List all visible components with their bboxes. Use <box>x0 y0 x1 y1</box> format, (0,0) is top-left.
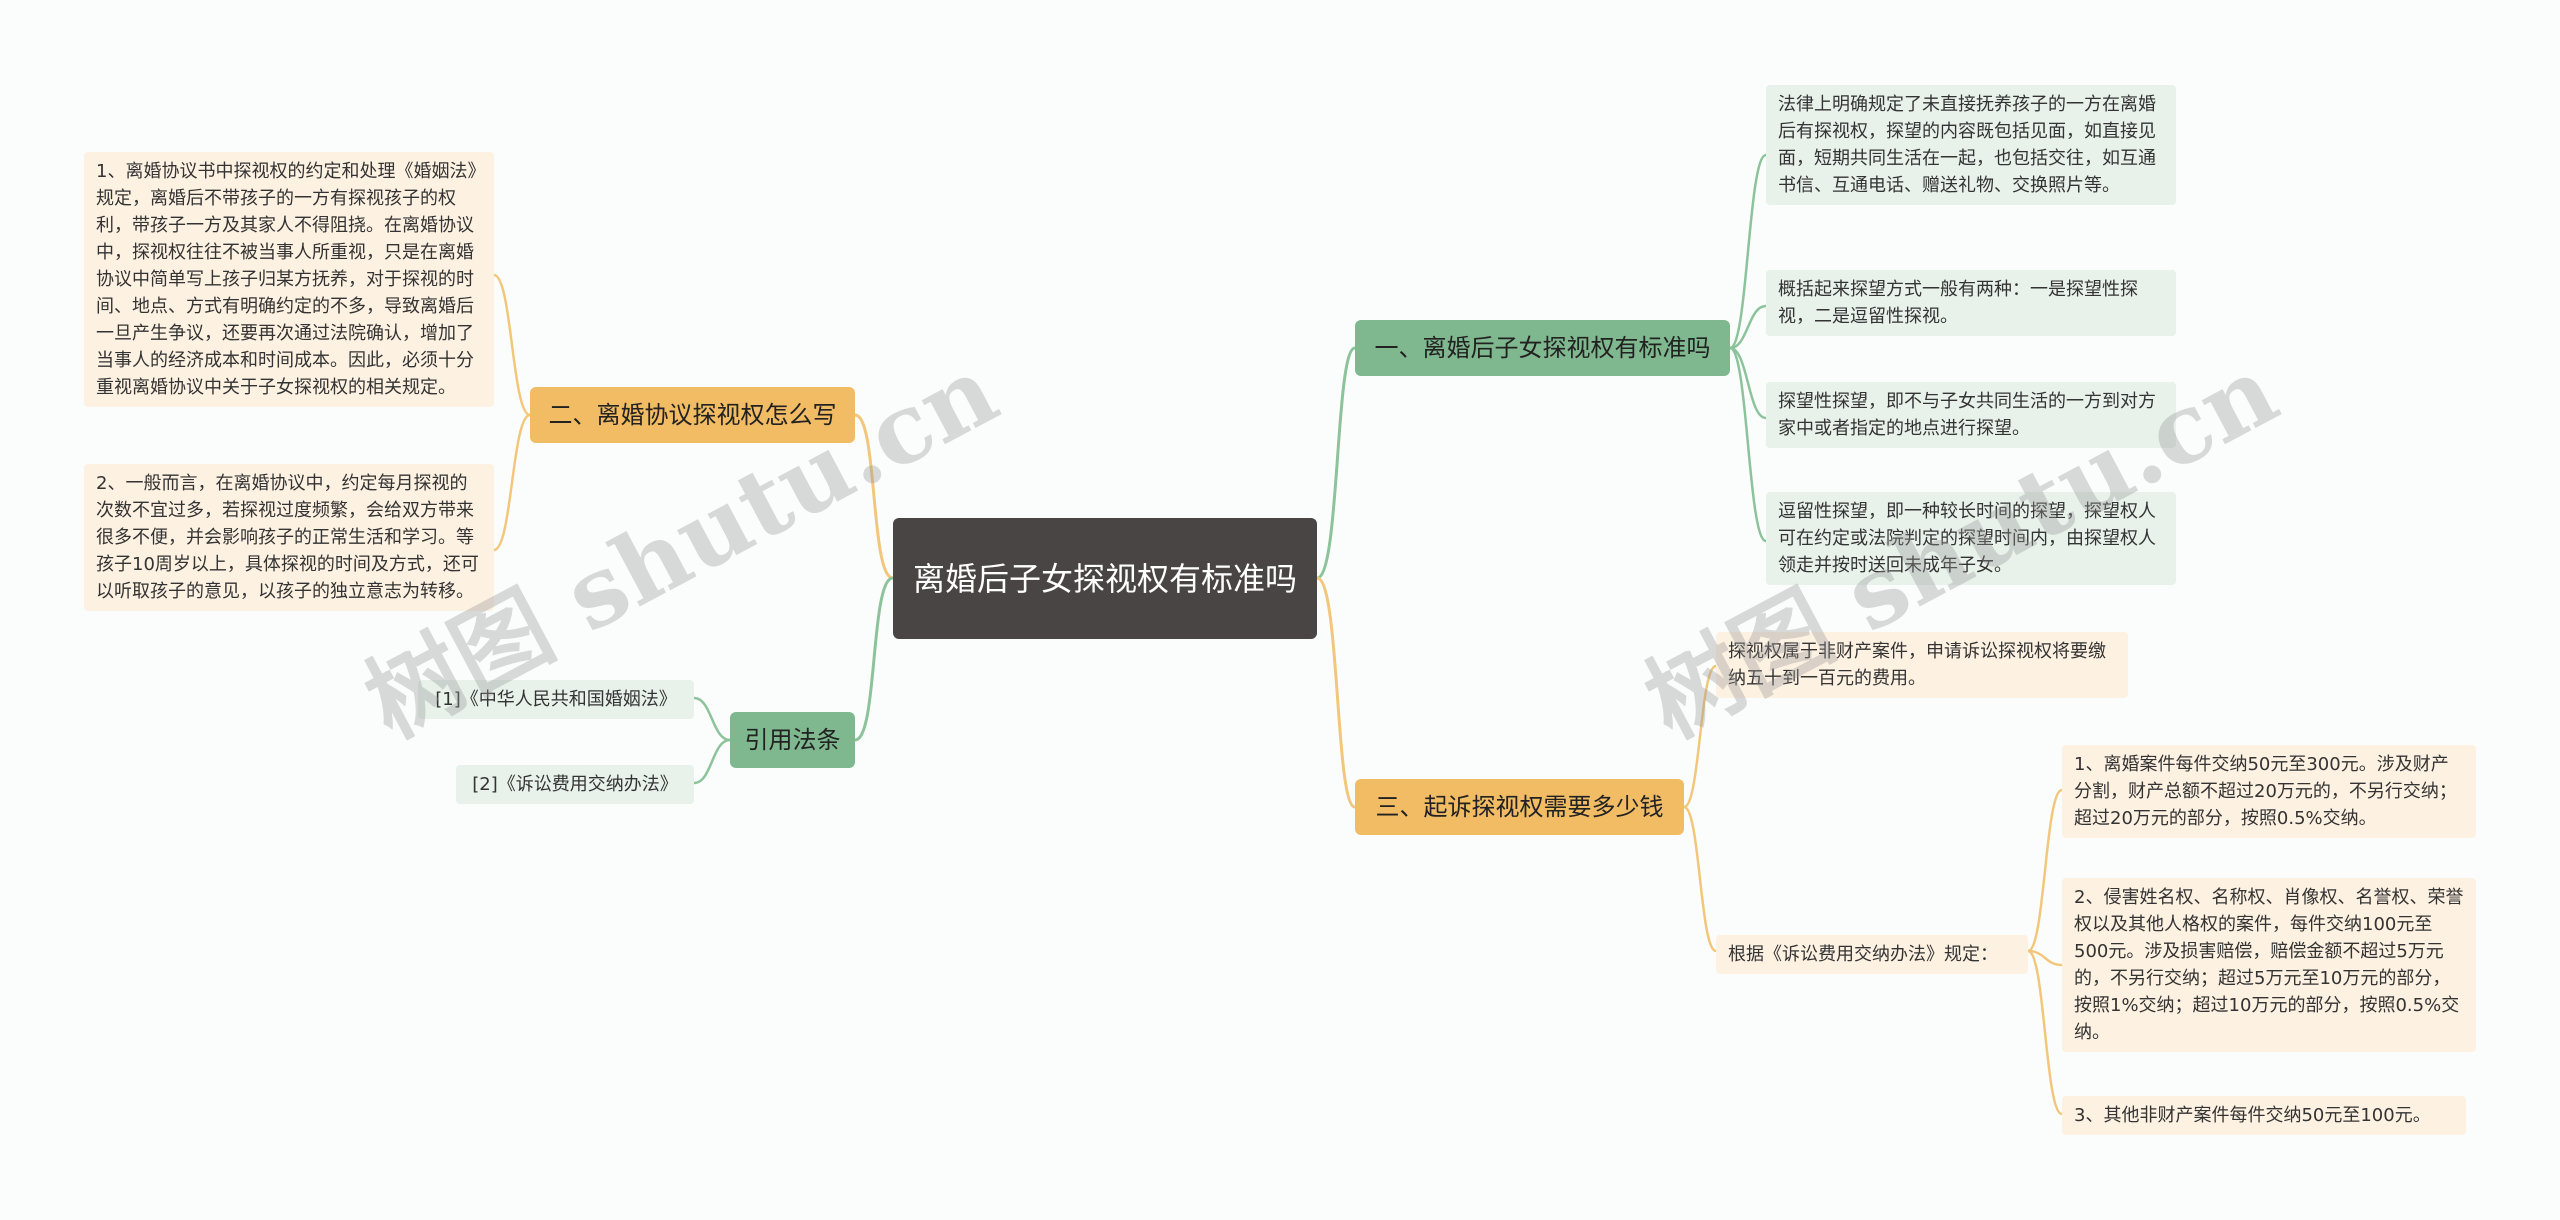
leaf-agreement-clause-2[interactable]: 2、一般而言，在离婚协议中，约定每月探视的次数不宜过多，若探视过度频繁，会给双方… <box>84 464 494 611</box>
leaf-visit-style[interactable]: 探望性探望，即不与子女共同生活的一方到对方家中或者指定的地点进行探望。 <box>1766 382 2176 448</box>
branch-visitation-standard[interactable]: 一、离婚后子女探视权有标准吗 <box>1355 320 1730 376</box>
leaf-fee-regulation[interactable]: [2]《诉讼费用交纳办法》 <box>456 765 694 804</box>
leaf-stay-style[interactable]: 逗留性探望，即一种较长时间的探望，探望权人可在约定或法院判定的探望时间内，由探望… <box>1766 492 2176 585</box>
leaf-personality-right-fee[interactable]: 2、侵害姓名权、名称权、肖像权、名誉权、荣誉权以及其他人格权的案件，每件交纳10… <box>2062 878 2476 1052</box>
branch-agreement-writing[interactable]: 二、离婚协议探视权怎么写 <box>530 387 855 443</box>
leaf-visitation-definition[interactable]: 法律上明确规定了未直接抚养孩子的一方在离婚后有探视权，探望的内容既包括见面，如直… <box>1766 85 2176 205</box>
link-root-b1 <box>1316 346 1356 580</box>
leaf-fee-overview[interactable]: 探视权属于非财产案件，申请诉讼探视权将要缴纳五十到一百元的费用。 <box>1716 632 2128 698</box>
root-topic[interactable]: 离婚后子女探视权有标准吗 <box>893 518 1317 639</box>
leaf-divorce-fee[interactable]: 1、离婚案件每件交纳50元至300元。涉及财产分割，财产总额不超过20万元的，不… <box>2062 745 2476 838</box>
link-root-b2 <box>854 413 894 580</box>
branch-lawsuit-cost[interactable]: 三、起诉探视权需要多少钱 <box>1355 779 1684 835</box>
link-root-b4 <box>854 576 894 742</box>
leaf-other-fee[interactable]: 3、其他非财产案件每件交纳50元至100元。 <box>2062 1096 2466 1135</box>
leaf-marriage-law[interactable]: [1]《中华人民共和国婚姻法》 <box>418 680 694 719</box>
leaf-fee-rules[interactable]: 根据《诉讼费用交纳办法》规定： <box>1716 935 2028 974</box>
leaf-visitation-types[interactable]: 概括起来探望方式一般有两种：一是探望性探视，二是逗留性探视。 <box>1766 270 2176 336</box>
branch-cited-laws[interactable]: 引用法条 <box>730 712 855 768</box>
leaf-agreement-clause-1[interactable]: 1、离婚协议书中探视权的约定和处理《婚姻法》规定，离婚后不带孩子的一方有探视孩子… <box>84 152 494 407</box>
link-root-b3 <box>1316 576 1356 809</box>
